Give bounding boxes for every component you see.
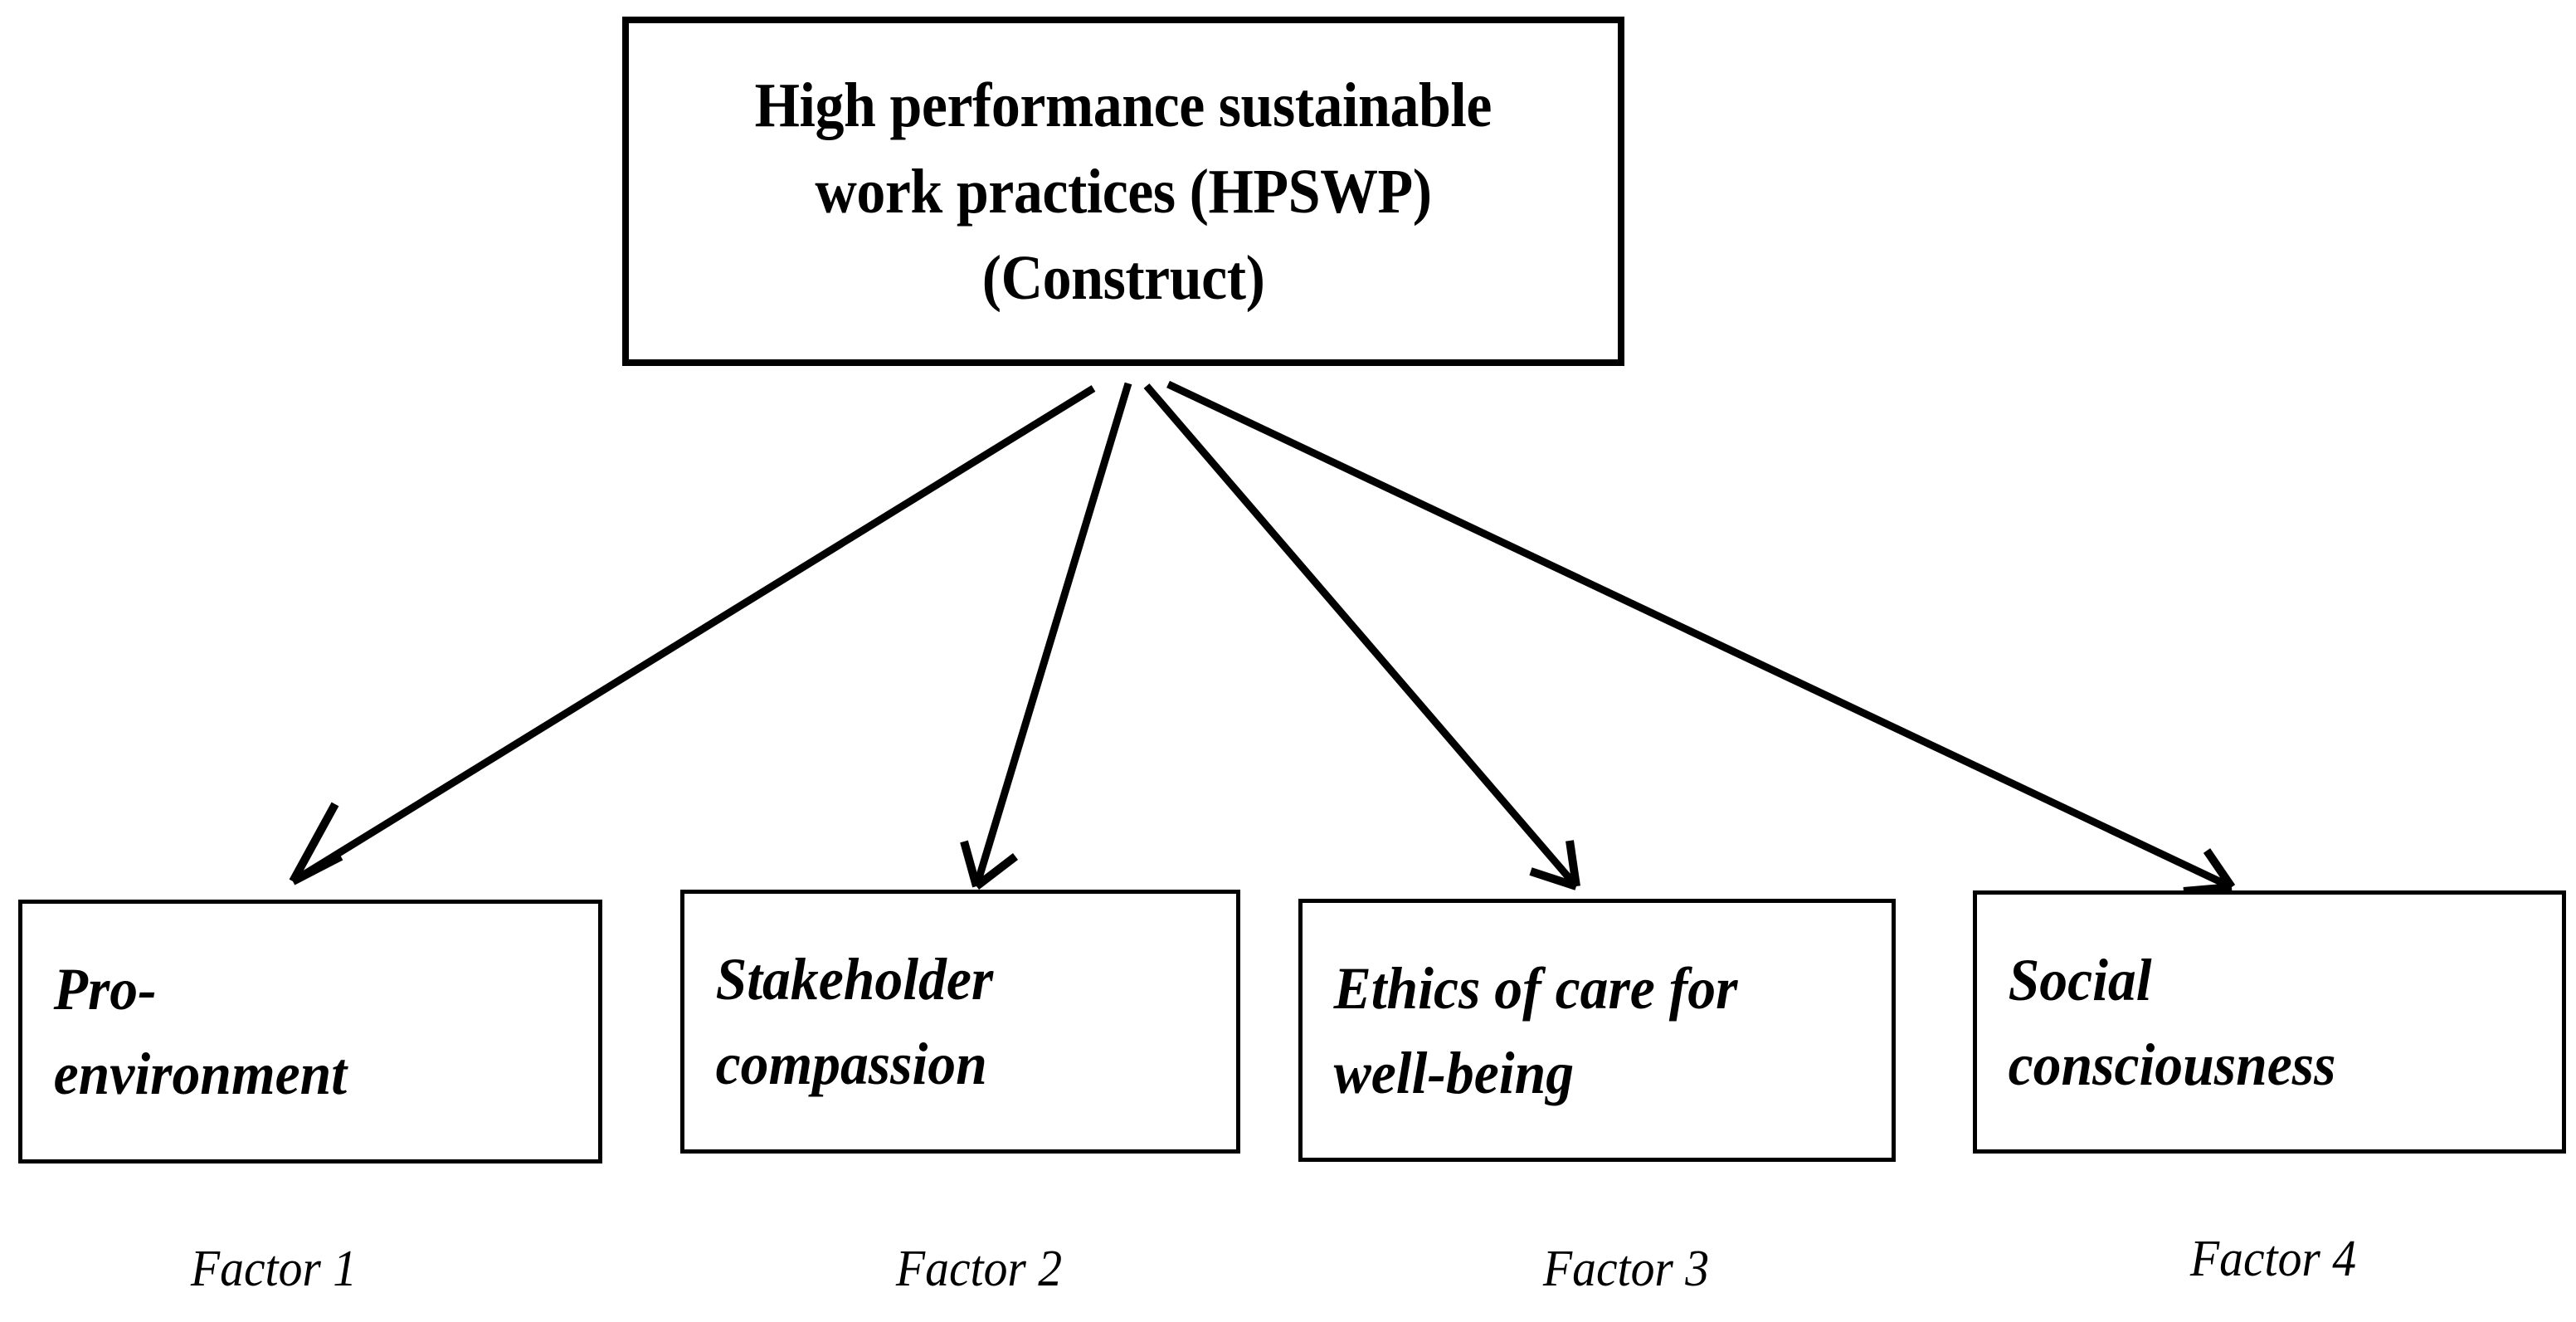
factor-4-line-2: consciousness — [2008, 1031, 2336, 1098]
factor-2-line-1: Stakeholder — [715, 946, 994, 1012]
factor-4-caption: Factor 4 — [2189, 1231, 2357, 1287]
factor-box-pro-environment: Pro- environment — [18, 900, 602, 1163]
factor-4-text: Social consciousness — [1977, 938, 2527, 1107]
construct-line-2: work practices (HPSWP) — [815, 156, 1432, 227]
factor-1-text: Pro- environment — [22, 947, 563, 1116]
construct-line-3: (Construct) — [981, 242, 1265, 313]
arrow-to-factor-2 — [960, 382, 1132, 890]
factor-2-line-2: compassion — [715, 1031, 987, 1097]
factor-1-caption: Factor 1 — [190, 1241, 358, 1297]
factor-box-social-consciousness: Social consciousness — [1973, 890, 2566, 1154]
factor-3-caption: Factor 3 — [1542, 1241, 1710, 1297]
arrow-to-factor-1 — [289, 385, 1096, 885]
factor-3-text: Ethics of care for well-being — [1303, 946, 1856, 1115]
factor-2-text: Stakeholder compassion — [684, 937, 1203, 1106]
factor-2-caption: Factor 2 — [895, 1241, 1063, 1297]
factor-3-line-1: Ethics of care for — [1333, 954, 1738, 1022]
factor-3-line-2: well-being — [1333, 1039, 1575, 1106]
factor-1-line-1: Pro- — [53, 956, 157, 1022]
arrow-to-factor-4 — [1166, 380, 2236, 895]
construct-line-1: High performance sustainable — [754, 70, 1493, 140]
arrow-to-factor-3 — [1143, 383, 1580, 890]
factor-box-stakeholder-compassion: Stakeholder compassion — [680, 890, 1240, 1154]
factor-box-ethics-of-care-for-well-being: Ethics of care for well-being — [1298, 899, 1896, 1162]
factor-1-line-2: environment — [53, 1041, 348, 1107]
factor-4-line-1: Social — [2008, 946, 2152, 1013]
construct-box: High performance sustainable work practi… — [622, 17, 1624, 366]
